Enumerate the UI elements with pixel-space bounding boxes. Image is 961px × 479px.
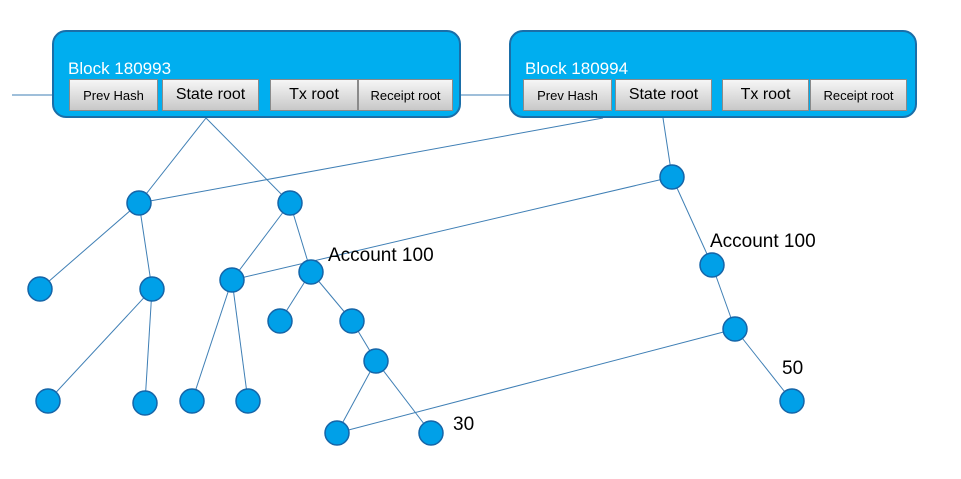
trie-nodes bbox=[27, 164, 805, 446]
trie-edge bbox=[47, 288, 153, 402]
trie-edge bbox=[205, 117, 291, 204]
trie-edge bbox=[138, 202, 153, 290]
trie-node bbox=[363, 348, 389, 374]
value-30-label: 30 bbox=[453, 414, 475, 435]
state-root-field: State root bbox=[615, 79, 712, 111]
block-180994: Block 180994 Prev Hash State root Tx roo… bbox=[509, 30, 917, 118]
tx-root-field: Tx root bbox=[270, 79, 358, 111]
trie-edge bbox=[231, 202, 291, 281]
trie-node bbox=[418, 420, 444, 446]
trie-node bbox=[699, 252, 725, 278]
trie-node bbox=[126, 190, 152, 216]
state-root-field: State root bbox=[162, 79, 259, 111]
tx-root-field: Tx root bbox=[722, 79, 809, 111]
trie-edge bbox=[375, 360, 432, 434]
trie-node bbox=[277, 190, 303, 216]
trie-edge bbox=[39, 202, 140, 290]
trie-node bbox=[132, 390, 158, 416]
trie-node bbox=[659, 164, 685, 190]
trie-edge bbox=[231, 279, 249, 402]
trie-node bbox=[267, 308, 293, 334]
block-title: Block 180993 bbox=[68, 59, 172, 78]
trie-node bbox=[27, 276, 53, 302]
receipt-root-field: Receipt root bbox=[810, 79, 907, 111]
block-title: Block 180994 bbox=[525, 59, 629, 78]
trie-edge bbox=[336, 360, 377, 434]
trie-edge bbox=[191, 279, 233, 402]
prev-hash-field: Prev Hash bbox=[523, 79, 612, 111]
trie-edge bbox=[336, 328, 736, 434]
trie-edge bbox=[144, 288, 153, 404]
trie-edge bbox=[138, 117, 207, 204]
trie-node bbox=[722, 316, 748, 342]
trie-node bbox=[139, 276, 165, 302]
trie-edge bbox=[138, 117, 604, 204]
trie-node bbox=[324, 420, 350, 446]
trie-node bbox=[339, 308, 365, 334]
account-100-label-old: Account 100 bbox=[328, 245, 434, 266]
prev-hash-field: Prev Hash bbox=[69, 79, 158, 111]
trie-node bbox=[298, 259, 324, 285]
trie-edge bbox=[671, 176, 713, 266]
trie-node bbox=[179, 388, 205, 414]
account-100-label-new: Account 100 bbox=[710, 231, 816, 252]
trie-node bbox=[35, 388, 61, 414]
block-180993: Block 180993 Prev Hash State root Tx roo… bbox=[52, 30, 461, 118]
value-50-label: 50 bbox=[782, 358, 804, 379]
trie-node bbox=[219, 267, 245, 293]
trie-node bbox=[235, 388, 261, 414]
trie-node bbox=[779, 388, 805, 414]
receipt-root-field: Receipt root bbox=[358, 79, 453, 111]
trie-edge bbox=[734, 328, 793, 402]
